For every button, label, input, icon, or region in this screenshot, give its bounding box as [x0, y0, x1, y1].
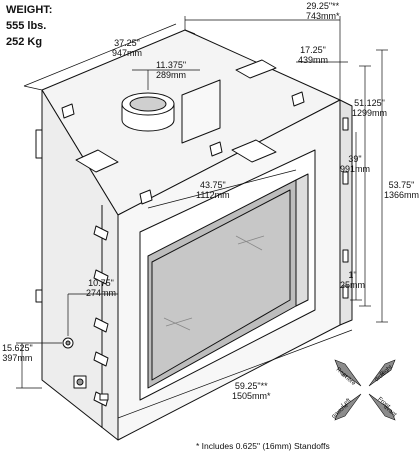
top-tab-4	[139, 189, 153, 205]
back-edge	[184, 29, 196, 35]
standoff-footnote: * Includes 0.625" (16mm) Standoffs	[196, 441, 330, 451]
compass-arrow-front	[368, 393, 396, 421]
top-tab-3	[209, 141, 223, 157]
left-bracket-2	[35, 289, 43, 303]
top-vent-right	[231, 139, 277, 163]
glass-inner	[151, 189, 291, 381]
dim-opening-width: 43.75" 1112mm	[196, 180, 230, 200]
dim-gas-offset: 10.75" 274mm	[86, 278, 117, 298]
right-side-panel	[339, 99, 353, 326]
side-trim	[295, 173, 309, 307]
dim-gas-height: 15.625" 397mm	[2, 343, 33, 363]
dim-opening-top: 39" 991mm	[340, 154, 371, 174]
left-bracket-1	[35, 129, 43, 159]
dim-top-depth: 37.25" 947mm	[112, 38, 143, 58]
compass-left-en: Left	[341, 398, 353, 409]
weight-heading: WEIGHT:	[6, 4, 53, 16]
right-bracket-3	[342, 249, 349, 263]
dim-overall-height: 53.75" 1366mm	[384, 180, 419, 200]
compass-arrow-left	[334, 393, 362, 421]
top-vent-left	[75, 149, 119, 173]
fireplace-drawing: Rear arrière Right droit Left gauche Fro…	[16, 16, 397, 441]
orientation-compass: Rear arrière Right droit Left gauche Fro…	[331, 359, 397, 421]
top-tab-2	[291, 91, 305, 107]
dim-top-width: 29.25"** 743mm*	[306, 1, 340, 21]
dim-flue-offset: 11.375" 289mm	[156, 60, 187, 80]
side-tab-2	[93, 269, 109, 285]
flue-shield	[181, 79, 221, 144]
compass-arrow-rear	[334, 359, 362, 387]
right-bracket-4	[342, 285, 349, 299]
right-bracket-1	[342, 117, 349, 131]
bottom-clip	[99, 393, 109, 401]
weight-lbs: 555 lbs.	[6, 20, 47, 32]
top-vent-rear	[235, 59, 277, 79]
dim-upper-height: 51.125" 1299mm	[352, 98, 388, 118]
dim-side-depth: 17.25" 439mm	[298, 45, 329, 65]
weight-kg: 252 Kg	[6, 36, 43, 48]
side-tab-3	[93, 317, 109, 333]
compass-arrow-right	[368, 359, 396, 387]
flue-opening	[129, 96, 167, 112]
side-tab-4	[93, 351, 109, 367]
top-tab-1	[61, 103, 75, 119]
dim-overall-width: 59.25"** 1505mm*	[232, 381, 271, 401]
side-tab-1	[93, 225, 109, 241]
right-bracket-2	[342, 171, 349, 185]
dim-hearth-offset: 1" 25mm	[340, 270, 366, 290]
